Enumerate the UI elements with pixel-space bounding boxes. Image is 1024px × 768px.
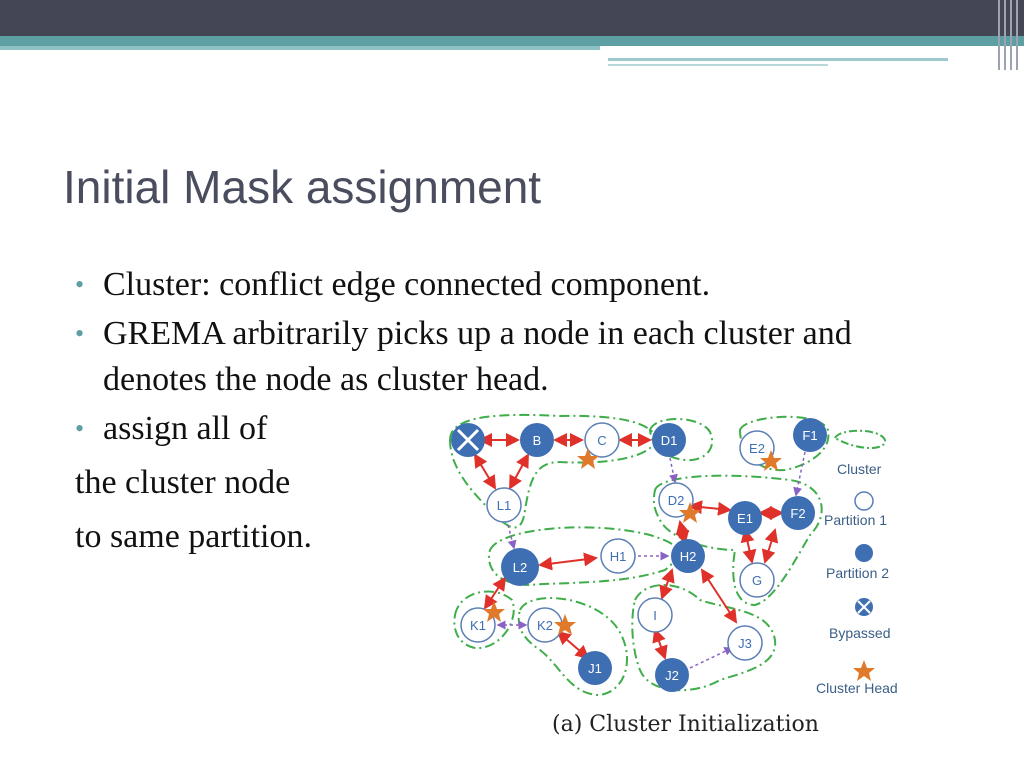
svg-text:J3: J3 — [738, 636, 752, 651]
accent-band — [0, 36, 1024, 46]
svg-text:E2: E2 — [749, 441, 765, 456]
accent-line-shorter — [608, 64, 828, 66]
cluster-outline-b — [648, 418, 713, 462]
svg-text:Cluster Head: Cluster Head — [816, 680, 898, 696]
node-f1: F1 — [793, 418, 827, 452]
node-g: G — [739, 562, 775, 598]
node-b: B — [520, 423, 554, 457]
bullet-text: Cluster: conflict edge connected compone… — [103, 266, 711, 303]
svg-text:H1: H1 — [610, 549, 627, 564]
legend-partition2-swatch — [855, 544, 873, 562]
svg-text:C: C — [597, 433, 606, 448]
node-j3: J3 — [727, 625, 763, 661]
node-c: C — [584, 422, 620, 458]
svg-text:D2: D2 — [668, 493, 685, 508]
node-i: I — [637, 597, 673, 633]
bullet-dot: • — [75, 319, 85, 348]
node-d2: D2 — [658, 482, 694, 518]
svg-text:F1: F1 — [802, 428, 817, 443]
svg-text:B: B — [533, 433, 542, 448]
node-e2: E2 — [739, 430, 775, 466]
svg-text:K1: K1 — [470, 618, 486, 633]
node-h2: H2 — [671, 539, 705, 573]
svg-text:I: I — [653, 608, 657, 623]
continuation-line: to same partition. — [75, 518, 313, 555]
svg-text:J2: J2 — [665, 668, 679, 683]
node-j1: J1 — [578, 651, 612, 685]
svg-text:Partition 1: Partition 1 — [824, 512, 887, 528]
conflict-edges — [473, 433, 784, 660]
svg-text:J1: J1 — [588, 661, 602, 676]
svg-text:Bypassed: Bypassed — [829, 625, 890, 641]
node-h1: H1 — [600, 538, 636, 574]
bullet-item: • Cluster: conflict edge connected compo… — [75, 262, 935, 308]
cluster-outline-g — [517, 597, 628, 697]
node-bypassed — [451, 423, 485, 457]
cluster-outline-h — [631, 584, 777, 692]
star-icon — [577, 448, 599, 469]
node-k2: K2 — [527, 607, 563, 643]
svg-text:G: G — [752, 573, 762, 588]
accent-line — [0, 46, 600, 50]
cluster-head-stars — [483, 448, 782, 635]
bypass-edges — [496, 451, 806, 669]
star-icon — [679, 502, 701, 523]
bullet-list: • Cluster: conflict edge connected compo… — [75, 262, 935, 563]
svg-text:L1: L1 — [497, 498, 511, 513]
svg-text:L2: L2 — [513, 560, 527, 575]
legend-bypassed-swatch — [855, 598, 873, 616]
svg-text:Partition 2: Partition 2 — [826, 565, 889, 581]
slide-title: Initial Mask assignment — [63, 161, 542, 213]
star-icon — [554, 614, 576, 635]
corner-decoration — [994, 0, 1024, 70]
figure-caption: (a) Cluster Initialization — [552, 712, 819, 737]
node-k1: K1 — [460, 607, 496, 643]
top-banner — [0, 0, 1024, 36]
bullet-item: • GREMA arbitrarily picks up a node in e… — [75, 311, 903, 403]
node-l1: L1 — [486, 487, 522, 523]
bullet-text: GREMA arbitrarily picks up a node in eac… — [103, 315, 852, 398]
legend: Cluster Partition 1 Partition 2 Bypassed… — [816, 429, 898, 696]
star-icon — [853, 660, 875, 681]
legend-cluster-swatch — [833, 429, 886, 449]
node-e1: E1 — [728, 501, 762, 535]
svg-text:E1: E1 — [737, 511, 753, 526]
star-icon — [760, 450, 782, 471]
bullet-text: assign all of — [103, 410, 268, 447]
node-f2: F2 — [781, 496, 815, 530]
svg-text:K2: K2 — [537, 618, 553, 633]
legend-partition1-swatch — [854, 491, 874, 511]
svg-text:H2: H2 — [680, 549, 697, 564]
bullet-dot: • — [75, 414, 85, 443]
continuation-line: the cluster node — [75, 464, 291, 501]
svg-text:D1: D1 — [661, 433, 678, 448]
diagram-nodes: B C D1 E2 F1 L1 D2 E1 F2 L2 H1 H2 G K1 K… — [451, 418, 827, 692]
svg-text:Cluster: Cluster — [837, 461, 882, 477]
cluster-diagram: B C D1 E2 F1 L1 D2 E1 F2 L2 H1 H2 G K1 K… — [448, 413, 898, 697]
star-icon — [483, 601, 505, 622]
bullet-item: • assign all of — [75, 406, 935, 452]
cluster-outline-a — [448, 413, 657, 529]
svg-text:F2: F2 — [790, 506, 805, 521]
node-l2: L2 — [501, 548, 539, 586]
node-j2: J2 — [655, 658, 689, 692]
bullet-dot: • — [75, 270, 85, 299]
accent-line-short — [608, 58, 948, 61]
node-d1: D1 — [652, 423, 686, 457]
cluster-outline-d — [652, 474, 823, 607]
